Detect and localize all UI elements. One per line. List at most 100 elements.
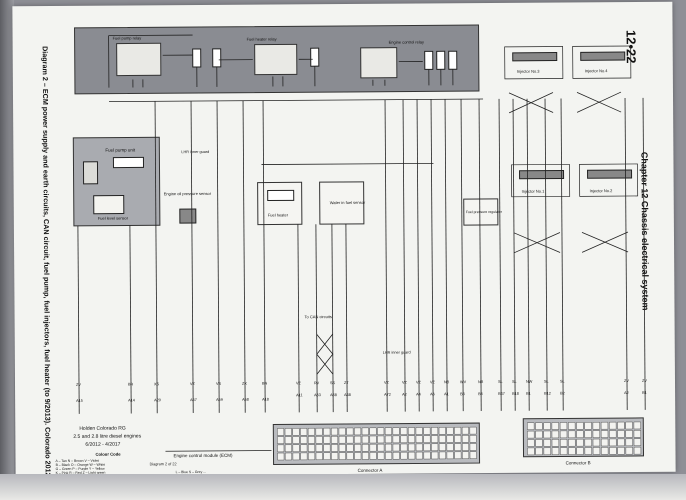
- next-page-edge: [0, 474, 686, 500]
- relay-engine-control: Engine control relay: [360, 39, 424, 79]
- injector-3: Injector No.3: [512, 52, 558, 74]
- colour-code-title: Colour Code: [95, 452, 121, 457]
- wire-code-left: VS: [216, 382, 222, 386]
- connector-pin: [601, 438, 609, 447]
- connector-pin: [559, 430, 568, 439]
- pin-label-right: B12: [544, 392, 551, 396]
- colour-code-row-4: K – Pink R – Red Z – Light green: [56, 471, 106, 475]
- wire-code-mid: RV: [314, 381, 320, 385]
- connector-pin: [354, 427, 362, 436]
- can-twist: [316, 333, 334, 375]
- pin-label-right: A4: [416, 392, 421, 396]
- connector-pin: [576, 422, 584, 430]
- wire-code-right: WV: [460, 380, 467, 384]
- injector-cross-top: [508, 91, 622, 114]
- connector-pin: [469, 426, 477, 435]
- connector-pin: [284, 436, 292, 444]
- connector-pin: [551, 439, 560, 447]
- bus-top: [109, 98, 484, 103]
- connector-pin: [331, 427, 338, 436]
- wire-left: [216, 100, 220, 413]
- connector-pin: [392, 427, 400, 435]
- wire-left: [154, 101, 158, 414]
- connector-pin: [331, 444, 339, 452]
- connector-pin: [408, 427, 415, 435]
- connector-pin: [527, 447, 535, 456]
- connector-pin: [323, 427, 331, 436]
- fuel-pressure-regulator: [463, 198, 499, 226]
- connector-b-label: Connector B: [566, 460, 591, 465]
- connector-pin: [331, 452, 339, 460]
- fuel-level-sensor: [93, 195, 125, 215]
- connector-pin: [384, 435, 392, 444]
- connector-pin: [338, 435, 346, 444]
- injector-boxes: [504, 45, 639, 198]
- pin-label-right: B1: [526, 392, 531, 396]
- wire-mid: [315, 224, 318, 413]
- connector-pin: [454, 443, 462, 451]
- connector-pin: [307, 436, 315, 444]
- connector-pin: [423, 443, 431, 452]
- connector-pin: [469, 435, 477, 443]
- connector-pin: [400, 443, 408, 452]
- connector-pin: [346, 427, 354, 436]
- connector-pin: [423, 435, 431, 443]
- connector-pin: [527, 430, 535, 439]
- fuel-heater-label: Fuel heater: [268, 212, 289, 217]
- connector-pin: [431, 443, 439, 451]
- connector-pin: [284, 428, 292, 436]
- wire-code-right: NW: [526, 380, 533, 384]
- connector-pin: [354, 435, 362, 444]
- wiring-diagram: Diagram 2 – ECM power supply and earth c…: [41, 24, 651, 500]
- connector-pin: [584, 430, 592, 438]
- wire-left: [129, 225, 132, 414]
- connector-pin: [300, 436, 308, 444]
- injector-1: Injector No.1: [519, 169, 565, 194]
- connector-pin: [408, 443, 416, 452]
- wire-code-right: VZ: [430, 380, 436, 384]
- connector-pin: [568, 422, 576, 430]
- connector-pin: [277, 444, 285, 453]
- pin-label-mid: A48: [344, 393, 351, 397]
- connector-pin: [617, 438, 625, 447]
- connector-pin: [415, 435, 423, 443]
- connector-pin: [369, 427, 377, 436]
- pin-label-right: A72: [384, 393, 391, 397]
- vehicle-line-1: Holden Colorado RG: [79, 426, 126, 432]
- connector-pin: [527, 439, 535, 447]
- connector-pin: [385, 452, 393, 460]
- injector-cross-bottom: [513, 231, 629, 254]
- connector-pin: [354, 452, 362, 460]
- pin-label-mid: A63: [314, 393, 321, 397]
- water-in-fuel-sensor-label: Water in fuel sensor: [330, 200, 366, 205]
- relay-label-engine-control: Engine control relay: [389, 39, 424, 44]
- bus-mid: [261, 162, 434, 165]
- connector-pin: [560, 447, 568, 455]
- connector-pin: [315, 444, 323, 452]
- wire-right: [544, 98, 548, 411]
- connector-pin: [385, 443, 392, 452]
- wire-code-left: VZ: [190, 382, 196, 386]
- connector-pin: [461, 426, 469, 435]
- connector-pin: [462, 451, 470, 459]
- connector-pin: [576, 447, 584, 455]
- wire-code-right: ZV: [642, 379, 647, 383]
- connector-pin: [592, 438, 601, 447]
- pin-label-right: B18: [512, 392, 519, 396]
- connector-pin: [331, 436, 339, 444]
- fuel-pressure-regulator-label: Fuel pressure regulator: [466, 210, 503, 214]
- connector-pin: [377, 427, 385, 435]
- can-circuit-label: To CAN circuits: [305, 314, 332, 319]
- connector-pin: [300, 444, 308, 452]
- connector-pin: [415, 427, 423, 435]
- connector-pin: [338, 444, 346, 452]
- injector-2-label: Injector No.2: [590, 188, 613, 193]
- connector-pin: [392, 452, 400, 460]
- wire-left: [242, 100, 246, 413]
- connector-pin: [609, 430, 617, 438]
- connector-pin: [277, 436, 285, 444]
- connector-pin: [625, 430, 633, 438]
- pin-label-mid: A11: [296, 393, 303, 397]
- relay-fuel-pump: Fuel pump relay: [113, 35, 162, 77]
- pin-label-right: A2: [624, 391, 629, 395]
